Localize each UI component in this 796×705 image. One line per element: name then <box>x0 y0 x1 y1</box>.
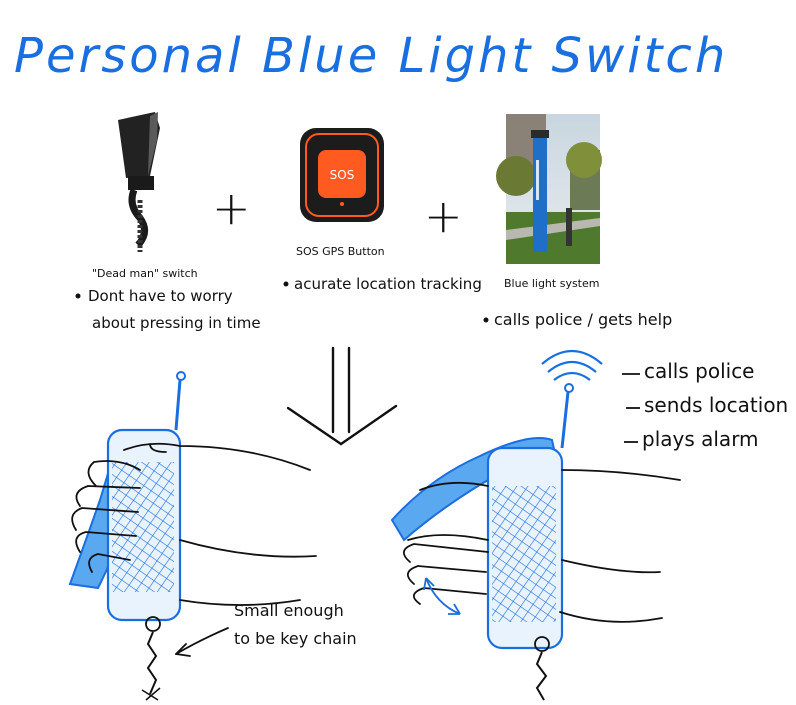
device-sketch-activated <box>390 350 681 701</box>
size-note-arrow <box>175 627 229 657</box>
size-note-line2: to be key chain <box>234 629 357 648</box>
action-item: calls police <box>644 359 755 383</box>
bullet <box>75 293 81 299</box>
component-note-blue-light: calls police / gets help <box>494 310 672 329</box>
component-note-dead-man-2: about pressing in time <box>92 314 261 332</box>
plus-operator: + <box>212 181 251 235</box>
plus-operator: + <box>424 189 463 243</box>
device-actions: calls police sends location plays alarm <box>622 359 788 451</box>
action-item: sends location <box>644 393 788 417</box>
component-note-sos: acurate location tracking <box>294 275 482 293</box>
action-item: plays alarm <box>642 427 759 451</box>
dead-man-switch-image <box>118 112 160 252</box>
component-note-dead-man-1: Dont have to worry <box>88 287 233 305</box>
bullet <box>283 281 289 287</box>
blue-light-system-photo <box>496 114 602 264</box>
bullet <box>483 317 489 323</box>
device-sketch-unpressed <box>68 371 317 701</box>
component-label-blue-light: Blue light system <box>504 277 599 290</box>
page-title: Personal Blue Light Switch <box>14 28 728 84</box>
sos-button-text: SOS <box>330 168 355 182</box>
component-label-dead-man: "Dead man" switch <box>92 267 198 280</box>
size-note-line1: Small enough <box>234 601 344 620</box>
component-label-sos: SOS GPS Button <box>296 245 385 258</box>
sos-gps-button-image <box>300 128 384 222</box>
signal-icon <box>553 371 591 381</box>
down-arrow <box>286 346 398 446</box>
